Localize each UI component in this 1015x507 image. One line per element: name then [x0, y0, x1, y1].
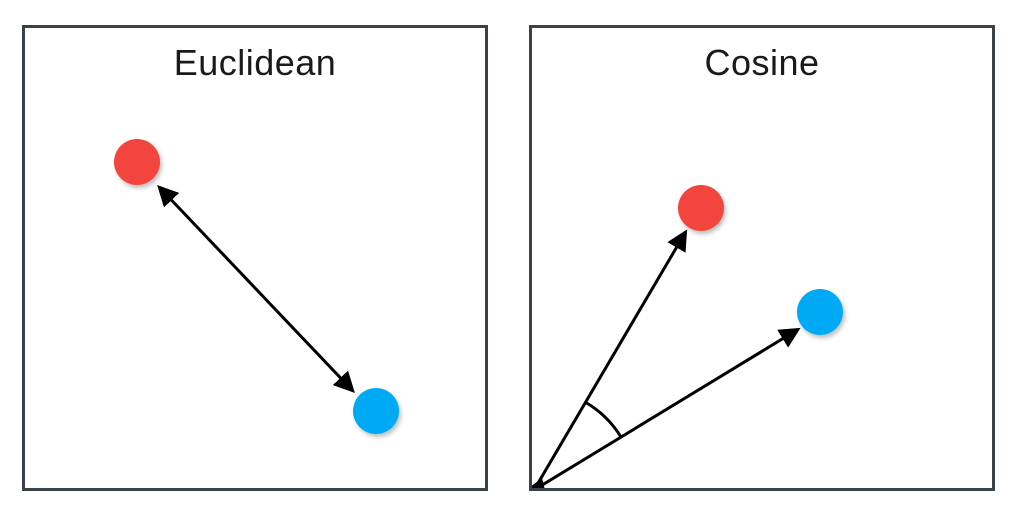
blue-point: [797, 289, 843, 335]
euclidean-title: Euclidean: [173, 42, 337, 83]
distance-arrow: [157, 184, 355, 394]
angle-arc: [584, 400, 623, 438]
euclidean-diagram: [114, 139, 399, 434]
cosine-title: Cosine: [704, 42, 820, 83]
vector-to-red: [533, 229, 688, 488]
red-point: [678, 185, 724, 231]
cosine-diagram: [532, 185, 843, 488]
origin-tip: [532, 478, 545, 488]
blue-point: [353, 388, 399, 434]
cosine-panel: Cosine: [529, 25, 995, 491]
red-point: [114, 139, 160, 185]
euclidean-panel: Euclidean: [22, 25, 488, 491]
vector-to-blue: [534, 327, 801, 488]
